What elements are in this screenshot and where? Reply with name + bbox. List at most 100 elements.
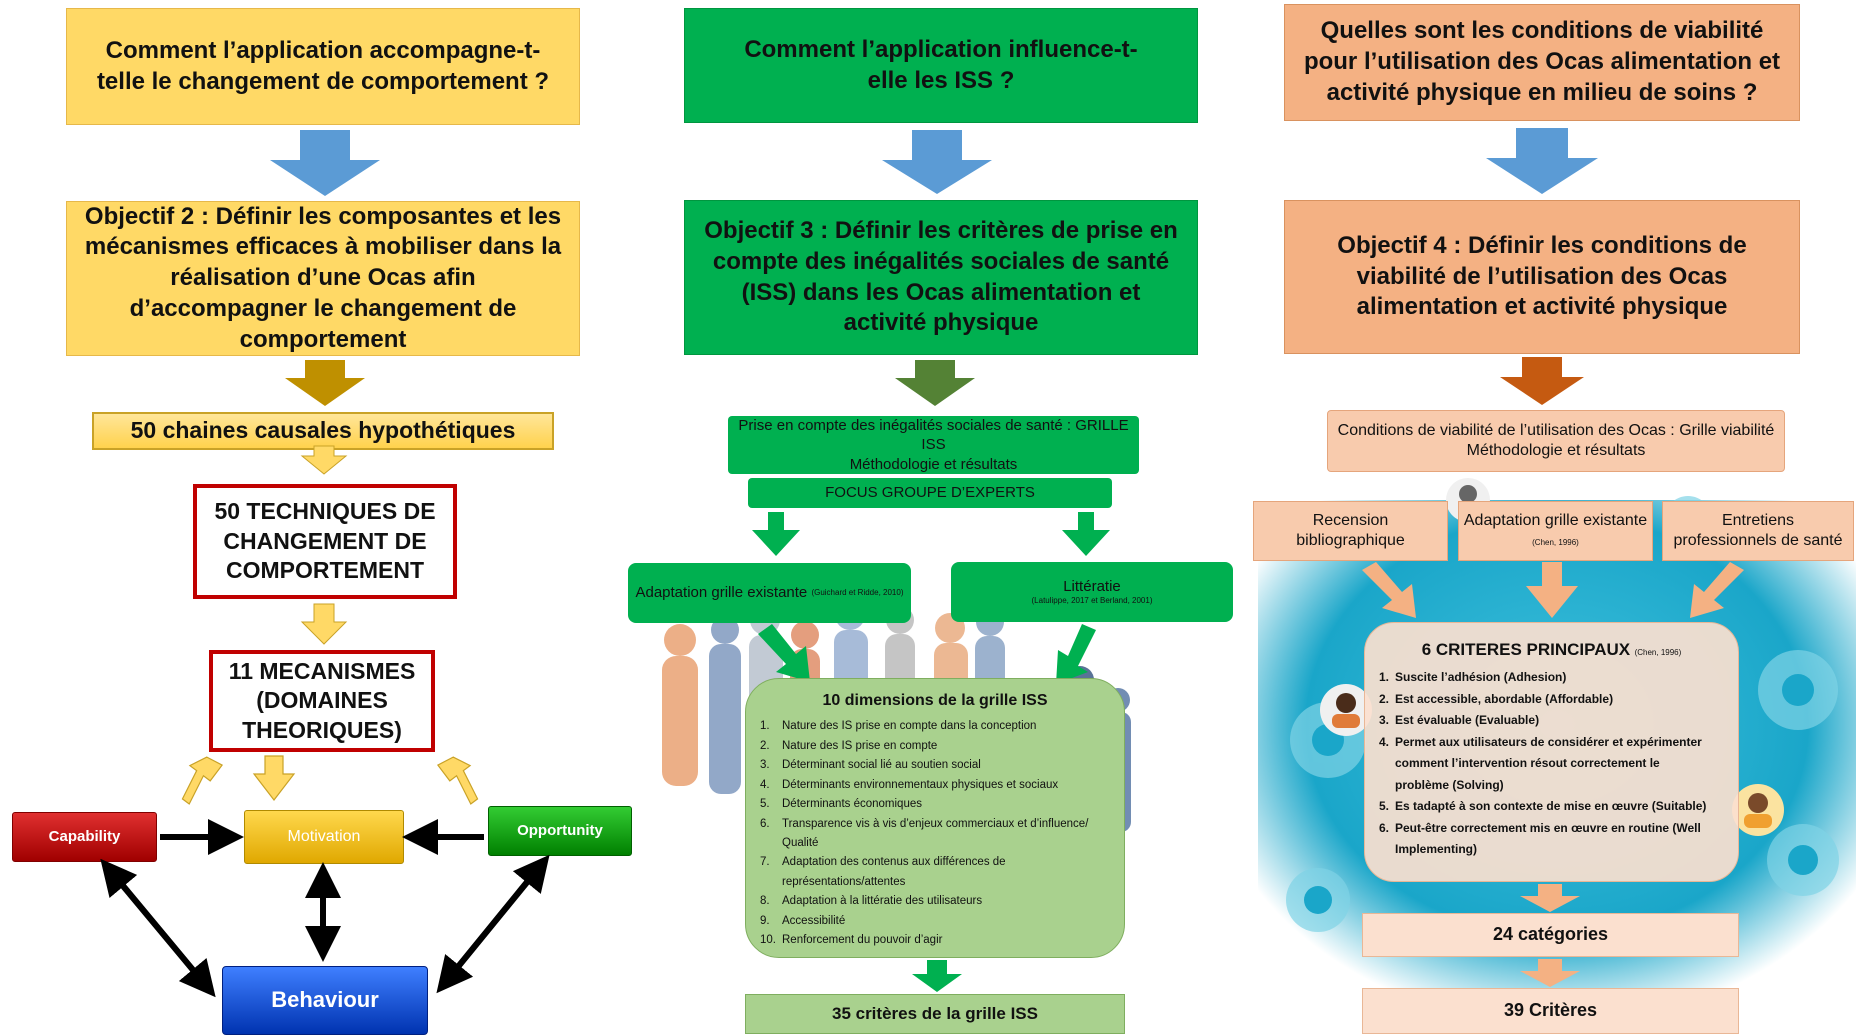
capability-box: Capability (12, 812, 157, 862)
col2-dimensions-panel: 10 dimensions de la grille ISS 1. Nature … (745, 678, 1125, 958)
col2-literature-label: Littératie (1063, 578, 1121, 596)
list-item-number: 10. (760, 933, 776, 946)
col3-source-adaptation-label: Adaptation grille existante (Chen, 1996) (1459, 511, 1652, 552)
col3-grid-title-line1: Conditions de viabilité de l’utilisation… (1337, 421, 1775, 439)
list-item-text: Déterminants économiques (782, 798, 922, 811)
col1-fan-arrows (181, 755, 479, 805)
col2-grid-title-line1: Prise en compte des inégalités sociales … (738, 417, 1129, 454)
list-item-text: Nature des IS prise en compte dans la co… (782, 720, 1037, 733)
list-item-number: 4. (760, 778, 770, 791)
col3-main-criteria-panel: 6 CRITERES PRINCIPAUX (Chen, 1996) 1. Sus… (1364, 622, 1739, 882)
list-item: 2. Est accessible, abordable (Affordable) (1379, 689, 1716, 711)
list-item-text: Suscite l’adhésion (Adhesion) (1395, 670, 1567, 685)
col3-main-criteria-title-text: 6 CRITERES PRINCIPAUX (1421, 640, 1631, 659)
opportunity-box: Opportunity (488, 806, 632, 856)
list-item-text: Déterminants environnementaux physiques … (782, 778, 1059, 791)
list-item: 5. Déterminants économiques (760, 795, 1104, 814)
col1-down-arrow-3 (300, 445, 348, 475)
col1-objective: Objectif 2 : Définir les composantes et … (66, 201, 580, 356)
col3-down-arrow-2 (1500, 357, 1584, 405)
col3-source-adaptation: Adaptation grille existante (Chen, 1996) (1458, 501, 1653, 561)
col3-down-arrow-4 (1520, 959, 1580, 987)
col2-focus-group: FOCUS GROUPE D’EXPERTS (748, 478, 1112, 508)
col3-source-adaptation-ref: (Chen, 1996) (1532, 538, 1579, 547)
motivation-box: Motivation (244, 810, 404, 864)
col3-categories-box: 24 catégories (1362, 913, 1739, 957)
list-item-text: Déterminant social lié au soutien social (782, 759, 981, 772)
list-item-text: Renforcement du pouvoir d’agir (782, 933, 943, 946)
list-item-number: 8. (760, 895, 770, 908)
col2-question: Comment l’application influence-t-elle l… (684, 8, 1198, 123)
col2-down-arrow-1 (882, 130, 992, 194)
col1-techniques-box: 50 TECHNIQUES DE CHANGEMENT DE COMPORTEM… (193, 484, 457, 599)
col1-down-arrow-1 (270, 130, 380, 196)
list-item-text: Nature des IS prise en compte (782, 739, 938, 752)
list-item: 4. Déterminants environnementaux physique… (760, 776, 1104, 795)
list-item-number: 5. (1379, 799, 1390, 814)
col1-mechanisms-box: 11 MECANISMES (DOMAINES THEORIQUES) (209, 650, 435, 752)
col3-main-criteria-ref: (Chen, 1996) (1634, 648, 1682, 657)
list-item-text: Es tadapté à son contexte de mise en œuv… (1395, 799, 1707, 814)
col1-chains-banner: 50 chaines causales hypothétiques (92, 412, 554, 450)
col2-dimensions-title: 10 dimensions de la grille ISS (822, 692, 1048, 709)
col2-grid-title-line2: Méthodologie et résultats (849, 455, 1018, 473)
list-item-number: 1. (1379, 670, 1390, 685)
list-item-text: Adaptation des contenus aux différences … (782, 856, 1006, 888)
col2-down-arrow-2 (895, 360, 975, 406)
col3-down-arrow-1 (1486, 128, 1598, 194)
col2-literature-box: Littératie (Latulippe, 2017 et Berland, … (951, 562, 1233, 622)
list-item: 3. Est évaluable (Evaluable) (1379, 710, 1716, 732)
col3-source-adaptation-text: Adaptation grille existante (1463, 511, 1648, 529)
list-item-text: Transparence vis à vis d’enjeux commerci… (782, 817, 1089, 849)
col2-criteria-box: 35 critères de la grille ISS (745, 994, 1125, 1034)
list-item-number: 2. (760, 739, 770, 752)
list-item-text: Permet aux utilisateurs de considérer et… (1395, 734, 1702, 792)
list-item: 4. Permet aux utilisateurs de considérer … (1379, 732, 1716, 797)
col3-grid-title: Conditions de viabilité de l’utilisation… (1327, 410, 1785, 472)
list-item: 5. Es tadapté à son contexte de mise en œ… (1379, 796, 1716, 818)
col3-question: Quelles sont les conditions de viabilité… (1284, 4, 1800, 121)
col2-down-arrow-3 (912, 960, 962, 992)
col3-down-arrow-3 (1520, 884, 1580, 912)
col2-grid-title: Prise en compte des inégalités sociales … (728, 416, 1139, 474)
list-item: 7. Adaptation des contenus aux différence… (760, 853, 1104, 892)
list-item-number: 3. (1379, 713, 1390, 728)
list-item: 1. Suscite l’adhésion (Adhesion) (1379, 667, 1716, 689)
list-item: 2. Nature des IS prise en compte (760, 737, 1104, 756)
list-item: 8.Adaptation à la littératie des utilisa… (760, 892, 1104, 911)
list-item-number: 6. (760, 817, 770, 830)
col2-objective: Objectif 3 : Définir les critères de pri… (684, 200, 1198, 355)
col2-adaptation-ref: (Guichard et Ridde, 2010) (811, 587, 904, 597)
col3-grid-title-line2: Méthodologie et résultats (1466, 442, 1646, 459)
col3-criteria-box: 39 Critères (1362, 988, 1739, 1034)
col3-source-interviews: Entretiens professionnels de santé (1662, 501, 1854, 561)
list-item-text: Accessibilité (782, 914, 846, 927)
list-item: 3. Déterminant social lié au soutien soci… (760, 756, 1104, 775)
col1-down-arrow-2 (285, 360, 365, 406)
list-item: 10. Renforcement du pouvoir d’agir (760, 931, 1104, 950)
list-item-text: Est accessible, abordable (Affordable) (1395, 691, 1614, 706)
list-item-number: 3. (760, 759, 770, 772)
list-item-number: 1. (760, 720, 770, 733)
list-item-number: 5. (760, 798, 770, 811)
list-item: 6. Transparence vis à vis d’enjeux commer… (760, 815, 1104, 854)
list-item-number: 6. (1379, 820, 1390, 835)
col2-dimensions-list: 1. Nature des IS prise en compte dans la … (746, 717, 1124, 950)
col2-literature-ref: (Latulippe, 2017 et Berland, 2001) (1031, 596, 1153, 606)
col3-objective: Objectif 4 : Définir les conditions de v… (1284, 200, 1800, 354)
list-item-text: Est évaluable (Evaluable) (1395, 713, 1540, 728)
col2-converge-arrows (758, 624, 1096, 684)
col3-main-criteria-list: 1. Suscite l’adhésion (Adhesion) 2. Est acc… (1365, 667, 1738, 861)
list-item-number: 4. (1379, 734, 1390, 749)
col2-adaptation-label: Adaptation grille existante (635, 584, 808, 602)
list-item-number: 2. (1379, 691, 1390, 706)
list-item-text: Peut-être correctement mis en œuvre en r… (1395, 820, 1701, 857)
col1-down-arrow-4 (300, 603, 348, 645)
col3-converge-arrows (1362, 562, 1744, 618)
col3-source-recension: Recension bibliographique (1253, 501, 1448, 561)
list-item-number: 7. (760, 856, 770, 869)
list-item: 9. Accessibilité (760, 912, 1104, 931)
list-item-number: 9. (760, 914, 770, 927)
col3-main-criteria-title: 6 CRITERES PRINCIPAUX (Chen, 1996) (1365, 639, 1738, 661)
list-item: 1. Nature des IS prise en compte dans la … (760, 717, 1104, 736)
